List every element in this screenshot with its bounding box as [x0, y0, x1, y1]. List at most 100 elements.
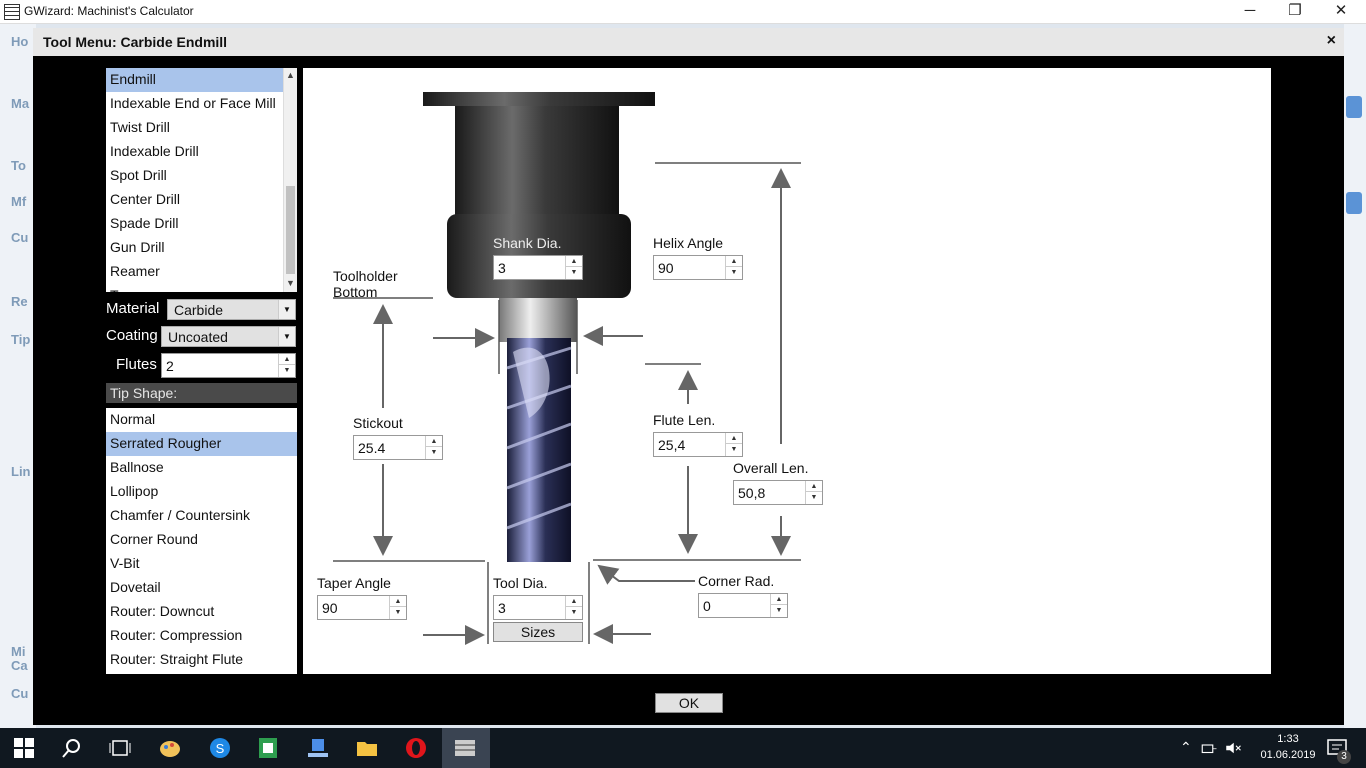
chevron-down-icon[interactable]: ▼	[278, 327, 295, 346]
bg-label: Lin	[11, 464, 31, 479]
list-item[interactable]: Spade Drill	[110, 215, 179, 231]
scroll-down-icon[interactable]: ▼	[286, 278, 295, 288]
tool-type-list[interactable]: Endmill Indexable End or Face Mill Twist…	[106, 68, 297, 292]
toolholder-label-line2: Bottom	[333, 284, 378, 300]
background-right-edge	[1344, 24, 1366, 728]
taper-angle-value[interactable]: 90	[322, 600, 338, 616]
list-item[interactable]: Center Drill	[110, 191, 181, 207]
list-item[interactable]: Router: Downcut	[110, 603, 215, 619]
bg-label: Mi	[11, 644, 26, 659]
volume-muted-icon[interactable]	[1224, 736, 1242, 760]
list-item[interactable]: Router: Compression	[110, 627, 243, 643]
windows-start-icon[interactable]	[12, 736, 36, 760]
spin-up-icon[interactable]: ▲	[390, 596, 406, 607]
tool-illustration	[333, 92, 801, 645]
task-view-icon[interactable]	[108, 736, 132, 760]
list-item[interactable]: T...	[106, 284, 297, 292]
shank-dia-value[interactable]: 3	[498, 260, 506, 276]
spreadsheet-icon[interactable]	[256, 736, 280, 760]
spin-up-icon[interactable]: ▲	[566, 256, 582, 267]
overall-len-value[interactable]: 50,8	[738, 485, 766, 501]
list-item[interactable]: Reamer	[110, 263, 160, 279]
spin-down-icon[interactable]: ▼	[283, 367, 291, 374]
spin-down-icon[interactable]: ▼	[394, 609, 402, 616]
shank-dia-stepper[interactable]: 3 ▲ ▼	[493, 255, 583, 280]
skype-icon[interactable]: S	[208, 736, 232, 760]
bg-dropdown	[1346, 96, 1362, 118]
tip-shape-list[interactable]: Normal Serrated Rougher Ballnose Lollipo…	[106, 408, 297, 674]
network-icon[interactable]	[1200, 736, 1218, 760]
network-app-icon[interactable]	[306, 736, 330, 760]
ok-button[interactable]: OK	[655, 693, 723, 713]
tool-dia-label: Tool Dia.	[493, 575, 548, 591]
spin-up-icon[interactable]: ▲	[726, 256, 742, 267]
search-icon[interactable]	[60, 736, 84, 760]
corner-rad-value[interactable]: 0	[703, 598, 711, 614]
flute-len-value[interactable]: 25,4	[658, 437, 686, 453]
dialog-close-button[interactable]: ×	[1326, 32, 1336, 49]
spin-down-icon[interactable]: ▼	[810, 494, 818, 501]
list-item[interactable]: V-Bit	[110, 555, 140, 571]
gwizard-app-icon[interactable]	[453, 736, 477, 760]
clock-time[interactable]: 1:33	[1277, 733, 1299, 745]
scroll-thumb[interactable]	[286, 186, 295, 274]
list-item[interactable]: Serrated Rougher	[106, 432, 297, 456]
list-item[interactable]: Chamfer / Countersink	[110, 507, 251, 523]
bg-label: Ca	[11, 658, 28, 673]
spin-down-icon[interactable]: ▼	[775, 607, 783, 614]
coating-select[interactable]: Uncoated ▼	[161, 326, 296, 347]
spin-down-icon[interactable]: ▼	[730, 269, 738, 276]
maximize-button[interactable]: ❐	[1288, 2, 1302, 19]
list-scrollbar[interactable]: ▲ ▼	[283, 68, 297, 292]
tool-dia-stepper[interactable]: 3 ▲ ▼	[493, 595, 583, 620]
stickout-value[interactable]: 25.4	[358, 440, 386, 456]
spin-up-icon[interactable]: ▲	[771, 594, 787, 605]
list-item[interactable]: Indexable End or Face Mill	[110, 95, 276, 111]
list-item[interactable]: Dovetail	[110, 579, 161, 595]
spin-down-icon[interactable]: ▼	[570, 269, 578, 276]
spin-down-icon[interactable]: ▼	[730, 446, 738, 453]
spin-up-icon[interactable]: ▲	[566, 596, 582, 607]
list-item[interactable]: Twist Drill	[110, 119, 170, 135]
list-item[interactable]: Router: Straight Flute	[110, 651, 244, 667]
bg-label: Mf	[11, 194, 27, 209]
app-icon	[4, 4, 20, 20]
chevron-down-icon[interactable]: ▼	[278, 300, 295, 319]
spin-up-icon[interactable]: ▲	[806, 481, 822, 492]
spin-down-icon[interactable]: ▼	[430, 449, 438, 456]
spin-up-icon[interactable]: ▲	[726, 433, 742, 444]
list-item[interactable]: Gun Drill	[110, 239, 165, 255]
list-item[interactable]: Normal	[110, 411, 156, 427]
material-label: Material	[106, 300, 160, 317]
flute-len-stepper[interactable]: 25,4 ▲ ▼	[653, 432, 743, 457]
list-item[interactable]: Corner Round	[110, 531, 198, 547]
list-item[interactable]: Ballnose	[110, 459, 164, 475]
sizes-button[interactable]: Sizes	[493, 622, 583, 642]
paint-icon[interactable]	[158, 736, 182, 760]
chevron-up-icon[interactable]: ⌃	[1180, 739, 1192, 755]
coating-value: Uncoated	[168, 329, 228, 345]
list-item[interactable]: Endmill	[106, 68, 297, 92]
list-item[interactable]: Lollipop	[110, 483, 159, 499]
corner-rad-stepper[interactable]: 0 ▲ ▼	[698, 593, 788, 618]
stickout-stepper[interactable]: 25.4 ▲ ▼	[353, 435, 443, 460]
tool-dia-value[interactable]: 3	[498, 600, 506, 616]
close-window-button[interactable]: ✕	[1334, 2, 1348, 19]
flutes-value[interactable]: 2	[166, 358, 174, 374]
folder-icon[interactable]	[355, 736, 379, 760]
flutes-stepper[interactable]: 2 ▲ ▼	[161, 353, 296, 378]
spin-down-icon[interactable]: ▼	[570, 609, 578, 616]
minimize-button[interactable]: ─	[1244, 2, 1256, 19]
clock-date[interactable]: 01.06.2019	[1260, 749, 1316, 761]
opera-icon[interactable]	[404, 736, 428, 760]
taper-angle-stepper[interactable]: 90 ▲ ▼	[317, 595, 407, 620]
helix-angle-stepper[interactable]: 90 ▲ ▼	[653, 255, 743, 280]
spin-up-icon[interactable]: ▲	[426, 436, 442, 447]
list-item[interactable]: Indexable Drill	[110, 143, 199, 159]
helix-angle-value[interactable]: 90	[658, 260, 674, 276]
spin-up-icon[interactable]: ▲	[279, 354, 295, 365]
material-select[interactable]: Carbide ▼	[167, 299, 296, 320]
overall-len-stepper[interactable]: 50,8 ▲ ▼	[733, 480, 823, 505]
list-item[interactable]: Spot Drill	[110, 167, 167, 183]
scroll-up-icon[interactable]: ▲	[286, 70, 295, 80]
